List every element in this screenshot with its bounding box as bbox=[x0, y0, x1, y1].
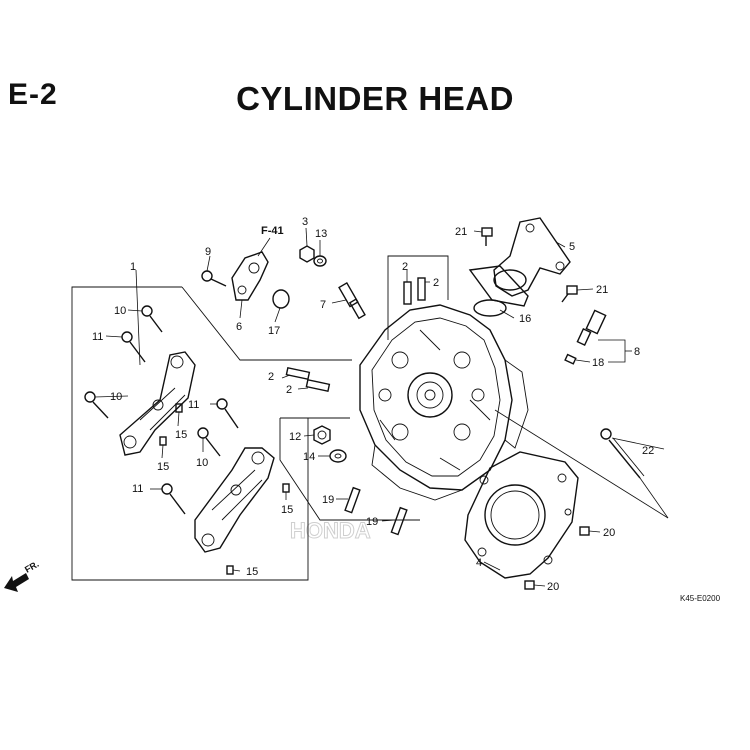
callout-10: 10 bbox=[196, 457, 208, 469]
bolt-20-right bbox=[579, 526, 590, 536]
bolt-21-upper bbox=[481, 227, 493, 246]
callout-20: 20 bbox=[603, 527, 615, 539]
callout-12: 12 bbox=[289, 431, 301, 443]
callout-14: 14 bbox=[303, 451, 315, 463]
callout-13: 13 bbox=[315, 228, 327, 240]
callout-2: 2 bbox=[402, 261, 408, 273]
callout-9: 9 bbox=[205, 246, 211, 258]
stud-19-lower bbox=[390, 506, 408, 536]
callout-15: 15 bbox=[281, 504, 293, 516]
cylinder-head-frame bbox=[279, 255, 449, 521]
callout-20: 20 bbox=[547, 581, 559, 593]
camshaft-holder-upper bbox=[119, 351, 196, 456]
section-code: E-2 bbox=[8, 78, 58, 111]
stud-19-upper bbox=[344, 486, 361, 514]
washer-14 bbox=[329, 449, 347, 463]
callout-7: 7 bbox=[320, 299, 326, 311]
callout-2: 2 bbox=[268, 371, 274, 383]
callout-3: 3 bbox=[302, 216, 308, 228]
callout-19: 19 bbox=[322, 494, 334, 506]
callout-22: 22 bbox=[642, 445, 654, 457]
watermark-text: HONDA bbox=[290, 518, 371, 543]
cam-chain-tensioner-8 bbox=[576, 309, 607, 346]
intake-pipe-5 bbox=[468, 217, 571, 307]
bolt-9 bbox=[201, 270, 227, 287]
callout-10: 10 bbox=[114, 305, 126, 317]
callout-leaders bbox=[94, 227, 665, 587]
cylinder-head bbox=[359, 304, 529, 501]
catalog-code: K45-E0200 bbox=[680, 594, 721, 603]
callout-2: 2 bbox=[433, 277, 439, 289]
bolt-10-left bbox=[84, 391, 109, 419]
bolt-21-right bbox=[561, 285, 578, 303]
bolt-11-upper bbox=[121, 331, 146, 363]
callout-1: 1 bbox=[130, 261, 136, 273]
callout-8: 8 bbox=[634, 346, 640, 358]
nut-3 bbox=[299, 245, 315, 263]
o-ring-16 bbox=[473, 299, 507, 317]
bolt-20-bottom bbox=[524, 580, 535, 590]
spark-plug-7 bbox=[338, 282, 366, 320]
callout-2: 2 bbox=[286, 384, 292, 396]
stud-2-a bbox=[403, 281, 412, 305]
frame-reference: F-41 bbox=[261, 225, 284, 237]
stud-bolt-22 bbox=[600, 428, 645, 479]
camshaft-holder-lower bbox=[194, 447, 275, 553]
frame-reference-leader bbox=[257, 237, 271, 257]
callout-10: 10 bbox=[110, 391, 122, 403]
stud-2-d bbox=[305, 378, 331, 393]
leader-stud-end bbox=[639, 477, 669, 519]
callout-19: 19 bbox=[366, 516, 378, 528]
callout-15: 15 bbox=[175, 429, 187, 441]
callout-15: 15 bbox=[246, 566, 258, 578]
nut-12 bbox=[313, 425, 331, 445]
callout-15: 15 bbox=[157, 461, 169, 473]
callout-21: 21 bbox=[455, 226, 467, 238]
front-direction-arrow: FR. bbox=[4, 559, 41, 592]
o-ring-17 bbox=[272, 289, 290, 309]
bolt-11-mid bbox=[216, 398, 239, 429]
callout-18: 18 bbox=[592, 357, 604, 369]
callout-5: 5 bbox=[569, 241, 575, 253]
callout-11: 11 bbox=[188, 399, 199, 411]
callout-21: 21 bbox=[596, 284, 608, 296]
camshaft-holder-assembly-frame bbox=[71, 286, 352, 581]
sensor-6 bbox=[231, 251, 269, 301]
stud-2-c bbox=[285, 366, 311, 381]
page-title: CYLINDER HEAD bbox=[236, 80, 514, 117]
bolt-10-upper bbox=[141, 305, 163, 333]
callout-11: 11 bbox=[92, 331, 103, 343]
cylinder-head-gasket bbox=[464, 451, 579, 579]
stud-2-b bbox=[417, 277, 426, 301]
callout-numbers: 1 2 2 2 2 3 4 5 6 7 8 9 10 10 10 11 11 1… bbox=[92, 216, 654, 593]
callout-11: 11 bbox=[132, 483, 143, 495]
leader-head-to-stud bbox=[494, 409, 669, 519]
callout-17: 17 bbox=[268, 325, 280, 337]
front-direction-label: FR. bbox=[23, 559, 41, 575]
callout-16: 16 bbox=[519, 313, 531, 325]
gasket-18 bbox=[564, 353, 577, 365]
callout-4: 4 bbox=[476, 557, 482, 569]
bolt-11-lower bbox=[161, 483, 186, 515]
bolt-10-mid bbox=[197, 427, 221, 457]
washer-13 bbox=[313, 255, 327, 267]
callout-6: 6 bbox=[236, 321, 242, 333]
